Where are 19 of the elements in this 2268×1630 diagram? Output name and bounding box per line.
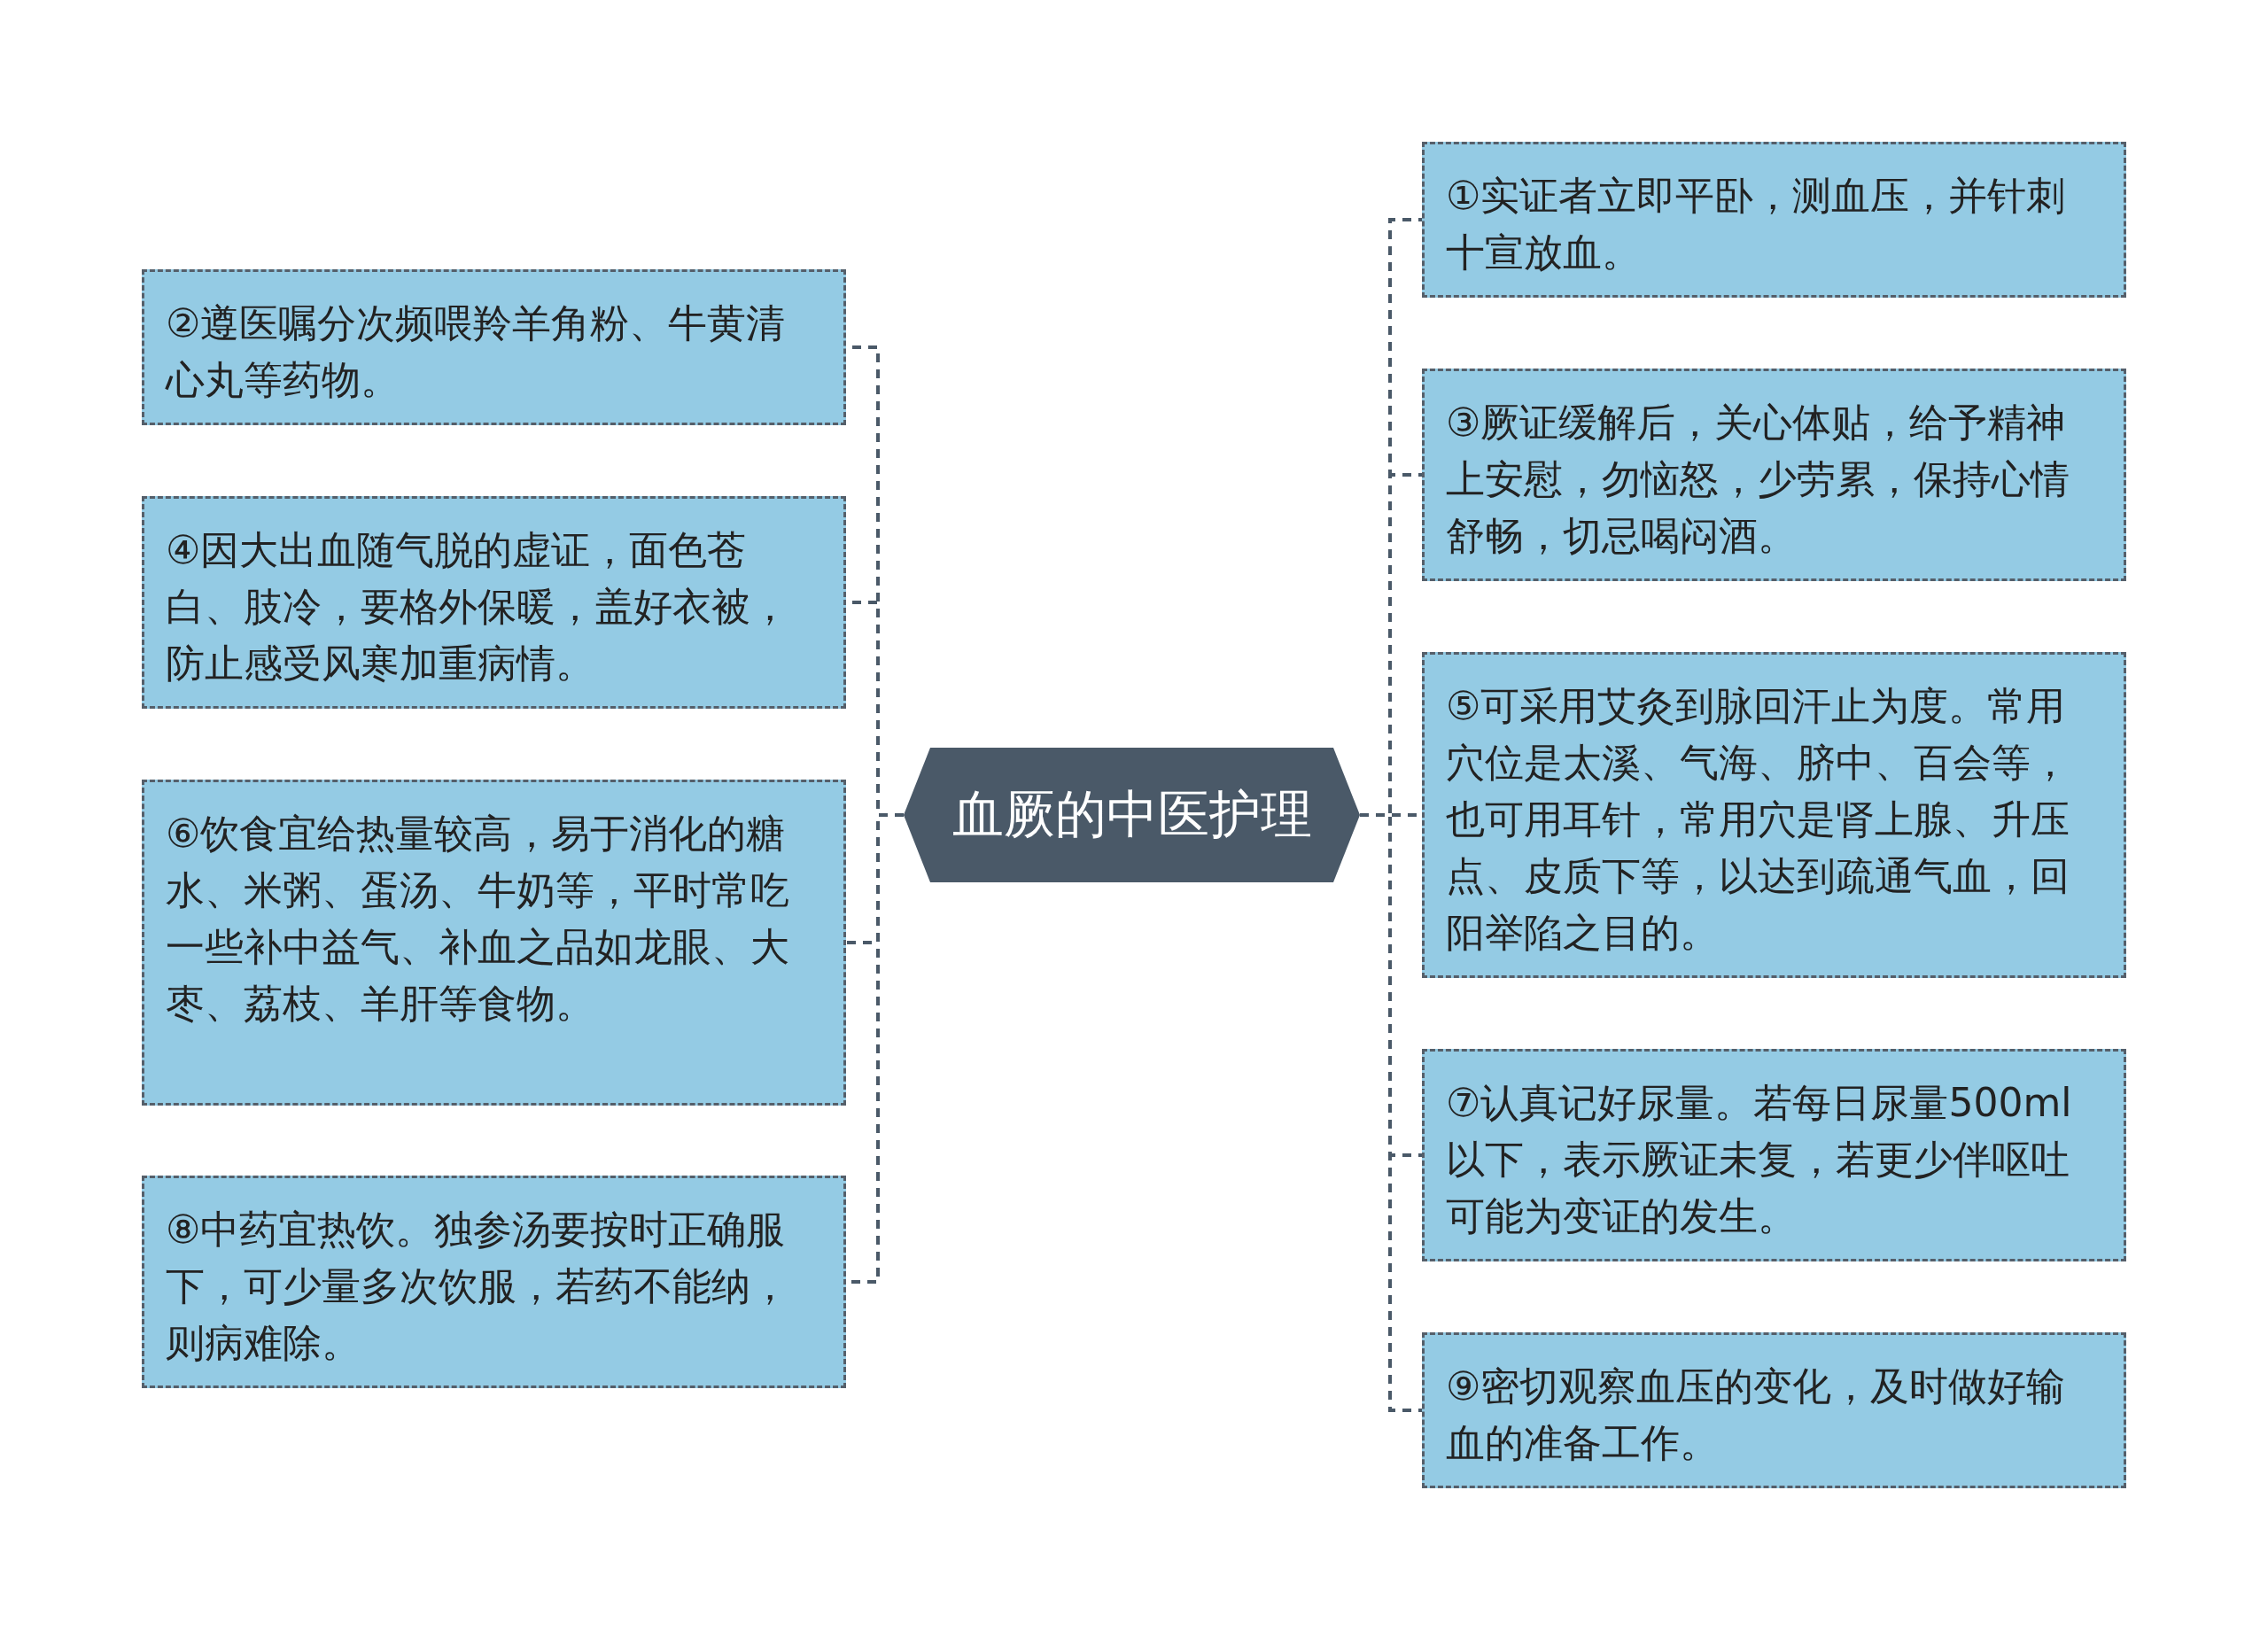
note-card <box>1422 652 2126 978</box>
note-card <box>142 1176 846 1388</box>
note-card <box>142 269 846 425</box>
note-text: ⑥饮食宜给热量较高，易于消化的糖水、米粥、蛋汤、牛奶等，平时常吃一些补中益气、补血之品如龙眼、大枣、荔枝、羊肝等食物。 <box>166 811 789 1026</box>
note-text: ①实证者立即平卧，测血压，并针刺十宣放血。 <box>1446 173 2066 275</box>
note-card <box>1422 1049 2126 1261</box>
note-card <box>142 780 846 1106</box>
note-text: ②遵医嘱分次频喂羚羊角粉、牛黄清心丸等药物。 <box>166 300 786 402</box>
note-text: ④因大出血随气脱的虚证，面色苍白、肢冷，要格外保暖，盖好衣被，防止感受风寒加重病情。 <box>166 527 789 686</box>
note-text: ⑤可采用艾灸到脉回汗止为度。常用穴位是太溪、气海、脐中、百会等，也可用耳针，常用穴是肾上腺、升压点、皮质下等，以达到疏通气血，回阳举陷之目的。 <box>1446 683 2070 955</box>
note-text: ③厥证缓解后，关心体贴，给予精神上安慰，勿恼怒，少劳累，保持心情舒畅，切忌喝闷酒。 <box>1446 400 2070 558</box>
note-card <box>1422 1332 2126 1488</box>
note-card <box>1422 142 2126 298</box>
note-card <box>1422 369 2126 581</box>
note-text: ⑨密切观察血压的变化，及时做好输血的准备工作。 <box>1446 1363 2066 1465</box>
note-card <box>142 496 846 709</box>
topic-text: 血厥的中医护理 <box>951 783 1312 846</box>
note-text: ⑧中药宜热饮。独参汤要按时正确服下，可少量多次饮服，若药不能纳，则病难除。 <box>166 1207 789 1365</box>
note-text: ⑦认真记好尿量。若每日尿量500ml以下，表示厥证未复，若更少伴呕吐可能为变证的发生。 <box>1446 1080 2072 1238</box>
